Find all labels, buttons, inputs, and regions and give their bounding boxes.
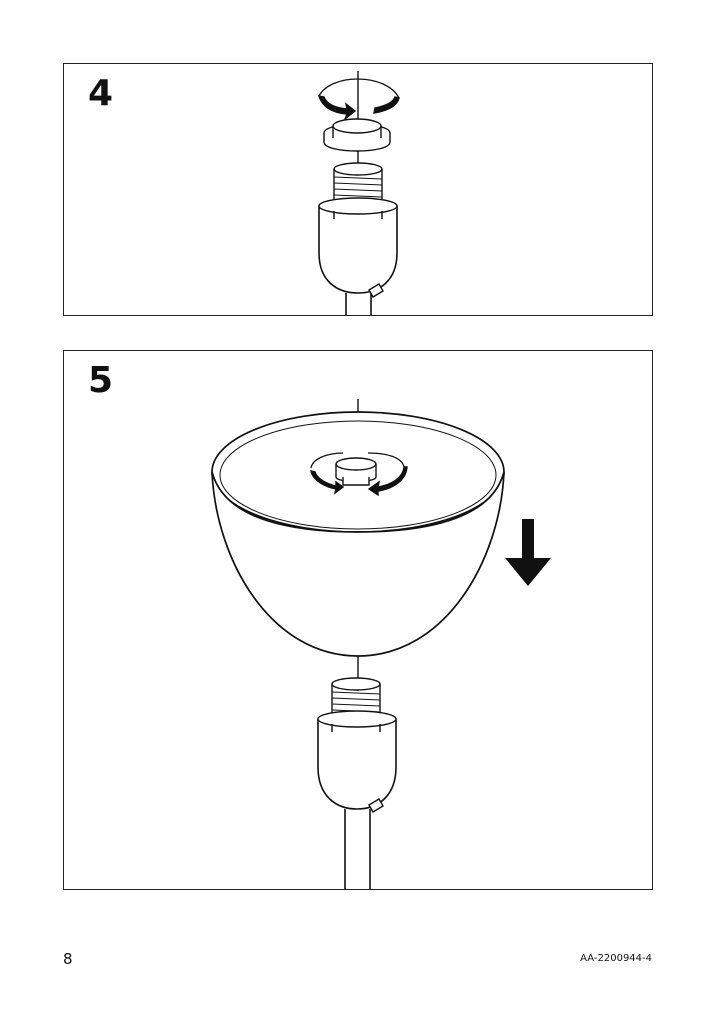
page-number: 8	[63, 950, 73, 968]
step-5-panel: 5	[63, 350, 653, 890]
step-number: 5	[88, 360, 114, 401]
document-code: AA-2200944-4	[580, 953, 652, 964]
socket-ring-illustration	[317, 71, 400, 315]
rotate-arrow-icon	[317, 95, 400, 122]
step-number: 4	[88, 73, 114, 114]
down-arrow-icon	[505, 519, 551, 586]
rotate-arrow-icon	[310, 452, 408, 497]
step-4-panel: 4	[63, 63, 653, 316]
shade-mount-illustration	[211, 399, 551, 889]
